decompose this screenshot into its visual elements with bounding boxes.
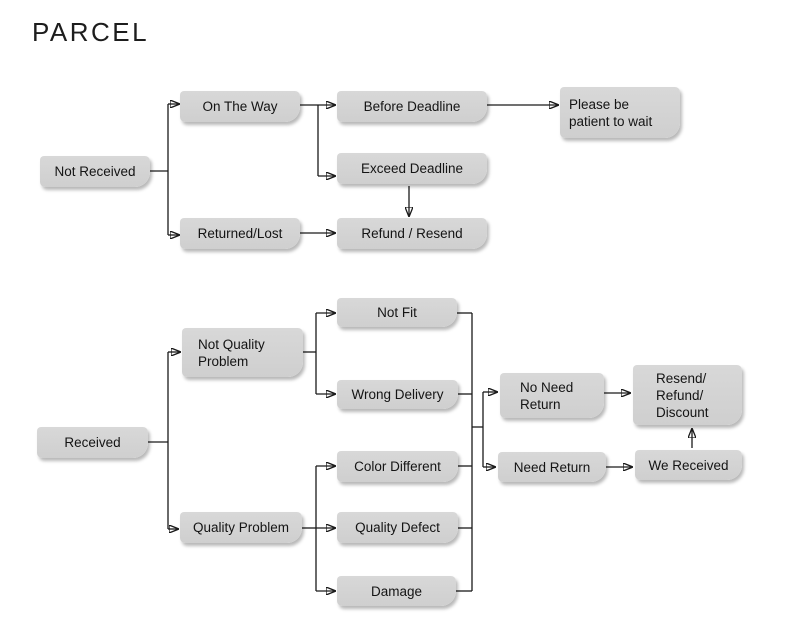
node-wrong-delivery: Wrong Delivery: [337, 380, 458, 409]
node-received: Received: [37, 427, 148, 458]
node-refund-resend: Refund / Resend: [337, 218, 487, 249]
node-we-received: We Received: [635, 450, 742, 480]
node-resend-refund-discount: Resend/ Refund/ Discount: [633, 365, 742, 425]
page-title: PARCEL: [32, 17, 150, 47]
node-please-be-patient-to-wait: Please be patient to wait: [560, 87, 680, 138]
node-not-received: Not Received: [40, 156, 150, 187]
node-no-need-return: No Need Return: [500, 373, 604, 418]
node-returned-lost: Returned/Lost: [180, 218, 300, 249]
node-not-quality-problem: Not Quality Problem: [182, 328, 303, 377]
node-not-fit: Not Fit: [337, 298, 457, 327]
node-need-return: Need Return: [498, 452, 606, 482]
connectors-not-received-tree: [150, 104, 558, 235]
node-exceed-deadline: Exceed Deadline: [337, 153, 487, 184]
connectors-merge: [456, 312, 692, 592]
node-before-deadline: Before Deadline: [337, 91, 487, 122]
connectors-received-tree: [148, 313, 335, 591]
node-damage: Damage: [337, 576, 456, 606]
node-quality-defect: Quality Defect: [337, 512, 458, 543]
node-color-different: Color Different: [337, 451, 458, 482]
node-on-the-way: On The Way: [180, 91, 300, 122]
node-quality-problem: Quality Problem: [180, 512, 302, 543]
